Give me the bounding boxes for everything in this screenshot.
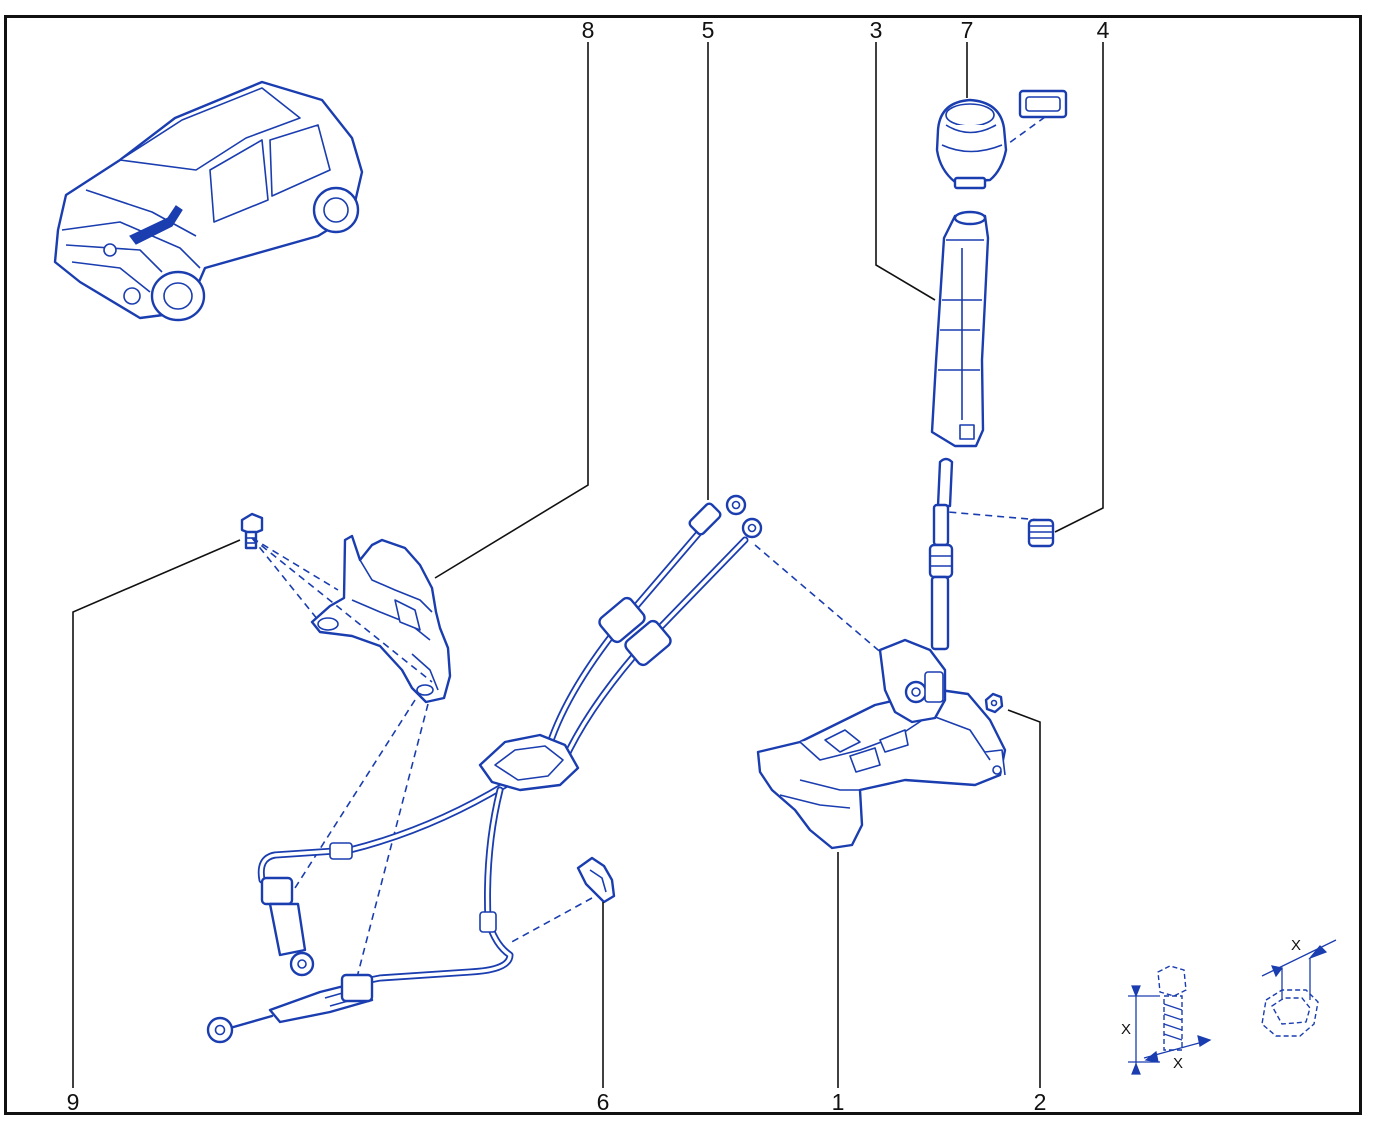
dimension-symbol-bolt-thread: X <box>1173 1055 1183 1072</box>
dimension-symbol-nut-width: X <box>1291 937 1301 954</box>
dimension-legend <box>1128 939 1337 1075</box>
assembly-guides-bracket <box>251 116 1046 986</box>
part-3-lever-sleeve <box>930 210 990 448</box>
callout-leader-lines <box>72 42 1104 1088</box>
callout-9: 9 <box>67 1089 80 1115</box>
part-9-bolt <box>240 512 264 550</box>
callout-1: 1 <box>832 1089 845 1115</box>
part-1-gearshift-base <box>756 638 1007 850</box>
part-4-spring <box>1027 518 1055 548</box>
shift-pattern-label <box>1018 89 1068 119</box>
callout-6: 6 <box>597 1089 610 1115</box>
part-2-nut <box>984 692 1004 714</box>
dimension-symbol-bolt-length: X <box>1121 1021 1131 1038</box>
gear-lever-rod <box>928 457 954 651</box>
part-5-gearshift-cables <box>206 494 763 1044</box>
part-6-cable-clip <box>576 856 616 904</box>
callout-4: 4 <box>1097 17 1110 43</box>
callout-labels: 8 5 3 7 4 9 6 1 2 X X X <box>67 17 1301 1115</box>
part-8-cable-bracket <box>310 534 452 704</box>
vehicle-locator-illustration <box>53 80 364 322</box>
callout-7: 7 <box>961 17 974 43</box>
part-7-gear-knob <box>935 98 1008 190</box>
callout-5: 5 <box>702 17 715 43</box>
callout-8: 8 <box>582 17 595 43</box>
callout-3: 3 <box>870 17 883 43</box>
callout-2: 2 <box>1034 1089 1047 1115</box>
diagram-frame <box>4 15 1362 1115</box>
